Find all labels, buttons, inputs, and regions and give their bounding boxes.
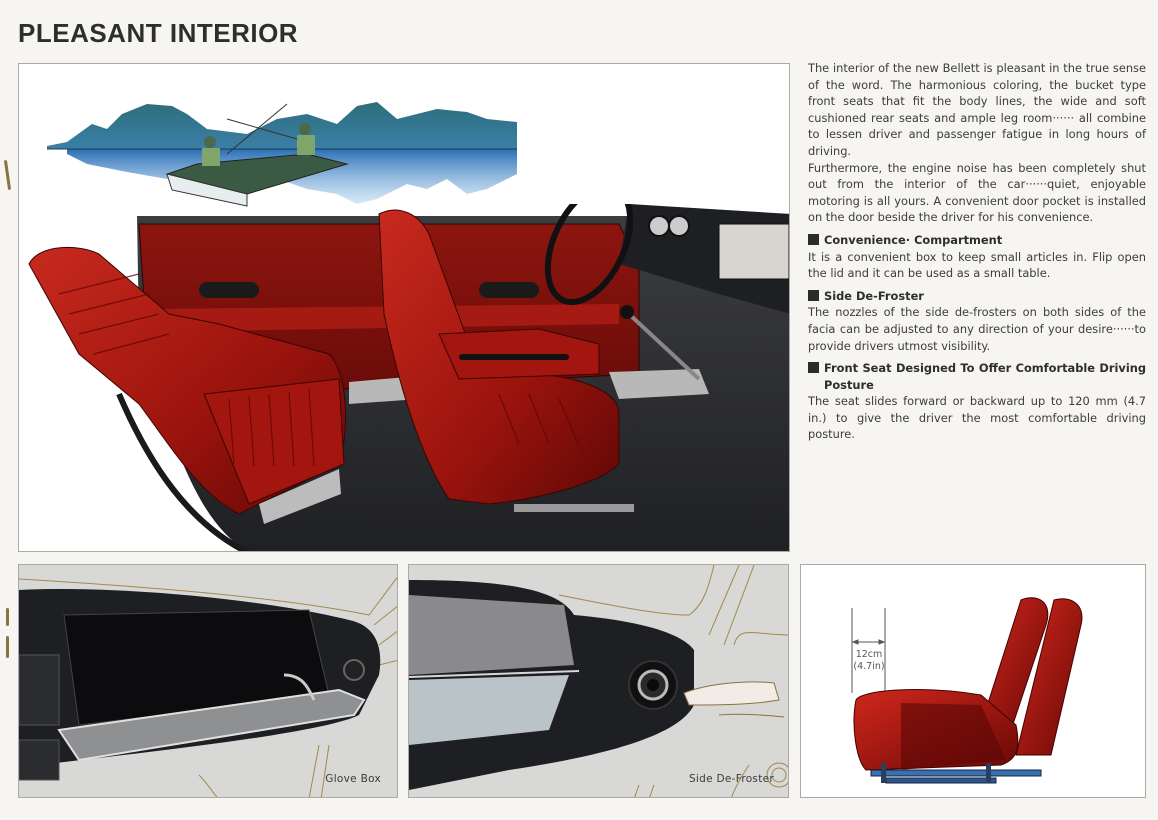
section-text: The seat slides forward or backward up t…: [808, 394, 1146, 442]
side-defroster-caption: Side De-Froster: [688, 773, 774, 785]
section-text: The nozzles of the side de-frosters on b…: [808, 305, 1146, 353]
body-copy: The interior of the new Bellett is pleas…: [808, 60, 1146, 443]
seat-slide-drawing: [851, 597, 1083, 784]
car-interior-illustration: [28, 204, 789, 551]
section-heading-side-defroster: Side De-Froster: [808, 288, 1146, 305]
glove-box-illustration: Glove Box: [18, 564, 398, 798]
glove-box-caption: Glove Box: [325, 773, 381, 785]
binding-mark: [6, 636, 9, 658]
section-heading-front-seat: Front Seat Designed To Offer Comfortable…: [808, 360, 1146, 393]
binding-mark: [3, 159, 12, 191]
section-text: It is a convenient box to keep small art…: [808, 249, 1146, 281]
square-bullet-icon: [808, 289, 819, 301]
page-title: PLEASANT INTERIOR: [18, 18, 299, 48]
glove-box-drawing: [19, 576, 397, 797]
square-bullet-icon: [808, 362, 819, 374]
square-bullet-icon: [808, 233, 819, 245]
fishing-scene-illustration: [47, 102, 517, 207]
intro-paragraph: Furthermore, the engine noise has been c…: [808, 160, 1146, 225]
section-heading-convenience-compartment: Convenience· Compartment: [808, 232, 1146, 249]
intro-paragraph: The interior of the new Bellett is pleas…: [808, 61, 1146, 158]
binding-mark: [6, 608, 9, 626]
main-interior-illustration: [18, 63, 790, 552]
seat-slide-dimension-label: 12cm (4.7in): [853, 649, 885, 672]
seat-slide-illustration: 12cm (4.7in): [800, 564, 1146, 798]
side-defroster-illustration: Side De-Froster: [408, 564, 789, 798]
side-defroster-drawing: [409, 565, 788, 797]
